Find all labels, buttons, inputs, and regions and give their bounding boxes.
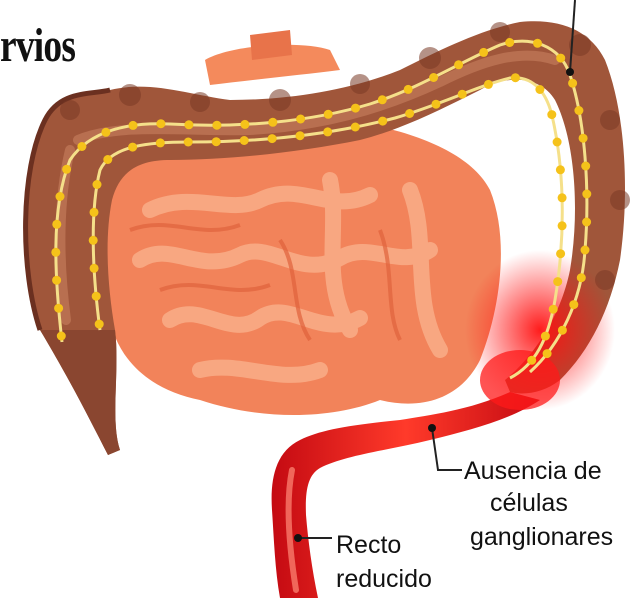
ganglion-dot: [52, 276, 61, 285]
ganglion-dot: [558, 326, 567, 335]
ganglion-dot: [93, 180, 102, 189]
ganglion-dot: [404, 85, 413, 94]
label-rectum-line2: reducido: [336, 564, 432, 594]
ganglion-dot: [77, 142, 86, 151]
ganglion-dot: [128, 143, 137, 152]
ganglion-dot: [581, 246, 590, 255]
ganglion-dot: [505, 38, 514, 47]
ganglion-dot: [101, 128, 110, 137]
ganglion-dot: [52, 220, 61, 229]
ganglion-dot: [323, 127, 332, 136]
ganglion-dot: [90, 264, 99, 273]
ganglion-dot: [95, 320, 104, 329]
ganglion-dot: [90, 208, 99, 217]
ganglion-dot: [581, 162, 590, 171]
ganglion-dot: [556, 249, 565, 258]
ganglion-dot: [184, 138, 193, 147]
ganglion-dot: [103, 155, 112, 164]
ganglion-dot: [547, 110, 556, 119]
ganglion-dot: [458, 90, 467, 99]
ganglion-dot: [527, 356, 536, 365]
ganglion-dot: [212, 121, 221, 130]
ganglion-dot: [89, 236, 98, 245]
ganglion-dot: [54, 304, 63, 313]
ganglion-dot: [568, 79, 577, 88]
ganglion-dot: [129, 121, 138, 130]
ganglion-dot: [296, 131, 305, 140]
ganglion-dot: [296, 115, 305, 124]
ganglion-dot: [558, 221, 567, 230]
ganglion-dot: [62, 165, 71, 174]
ganglion-dot: [240, 120, 249, 129]
ganglion-dot: [429, 73, 438, 82]
page-title: rvios: [0, 22, 75, 70]
ganglion-dot: [156, 119, 165, 128]
ganglion-dot: [579, 134, 588, 143]
ganglion-dot: [56, 192, 65, 201]
ganglion-dot: [582, 218, 591, 227]
ganglion-dot: [156, 138, 165, 147]
ganglion-dot: [268, 134, 277, 143]
ganglion-dot: [405, 109, 414, 118]
ganglion-dot: [549, 305, 558, 314]
ganglion-dot: [533, 39, 542, 48]
ganglion-dot: [378, 95, 387, 104]
ganglion-dot: [57, 332, 66, 341]
ganglion-dot: [569, 300, 578, 309]
ganglion-dot: [432, 100, 441, 109]
ganglion-dot: [378, 117, 387, 126]
ganglion-dot: [484, 80, 493, 89]
label-rectum-line1: Recto: [336, 530, 401, 560]
ganglion-dot: [240, 136, 249, 145]
ganglion-dot: [558, 193, 567, 202]
ganglion-dot: [556, 165, 565, 174]
ganglion-dot: [268, 118, 277, 127]
ganglion-dot: [51, 248, 60, 257]
ganglion-dot: [511, 73, 520, 82]
ganglion-dot: [553, 138, 562, 147]
ganglion-dot: [184, 120, 193, 129]
ganglion-dot: [454, 60, 463, 69]
ganglion-dot: [553, 277, 562, 286]
ganglion-dot: [574, 106, 583, 115]
ganglion-dot: [479, 48, 488, 57]
ganglion-dot: [577, 273, 586, 282]
label-absence-line3: ganglionares: [470, 522, 613, 552]
ganglion-dot: [535, 85, 544, 94]
ganglion-dot: [351, 123, 360, 132]
ganglion-dot: [324, 110, 333, 119]
ganglion-dot: [543, 349, 552, 358]
label-absence-line2: células: [490, 488, 568, 518]
ganglion-dot: [92, 292, 101, 301]
ganglion-dot: [582, 190, 591, 199]
ganglion-dot: [351, 104, 360, 113]
ganglion-dot: [556, 54, 565, 63]
ganglion-dot: [212, 137, 221, 146]
ganglion-dot: [541, 332, 550, 341]
label-absence-line1: Ausencia de: [464, 456, 602, 486]
